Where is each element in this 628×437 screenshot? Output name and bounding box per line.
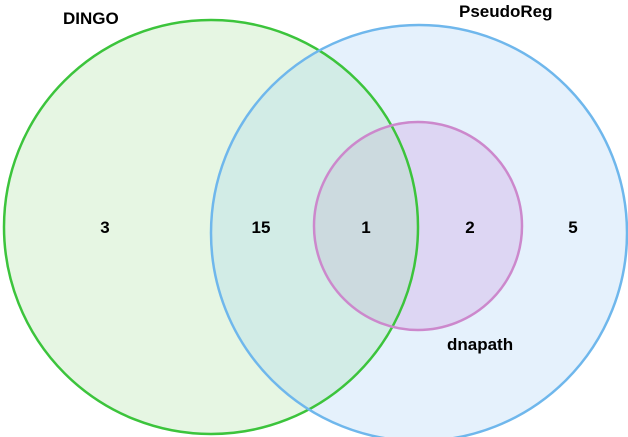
dnapath-label: dnapath [447, 335, 513, 354]
dingo-pseudoreg-overlap [211, 25, 418, 434]
dnapath-circle [312, 120, 524, 332]
count-all-three: 1 [361, 218, 370, 237]
dingo-label: DINGO [63, 9, 119, 28]
count-dingo-only: 3 [100, 218, 109, 237]
triple-overlap [314, 122, 418, 330]
pseudoreg-circle [209, 23, 628, 437]
count-pseudoreg-only: 5 [568, 218, 577, 237]
count-pseudoreg-dnapath: 2 [465, 218, 474, 237]
count-dingo-pseudoreg: 15 [252, 218, 271, 237]
dingo-circle [2, 18, 420, 436]
pseudoreg-label: PseudoReg [459, 2, 553, 21]
